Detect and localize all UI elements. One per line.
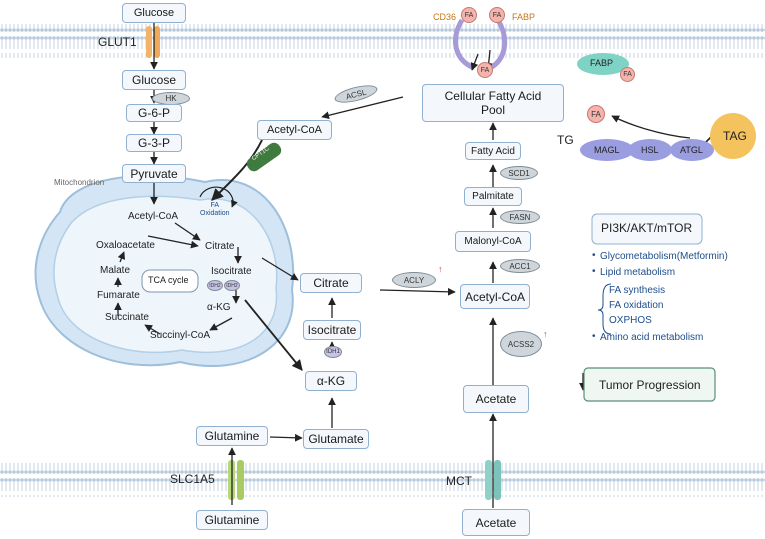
glutamine-extracellular: Glutamine <box>196 510 268 530</box>
fabp-label: FABP <box>590 58 614 68</box>
tca-cycle-label: TCA cycle <box>148 275 189 285</box>
signaling-bullet-1: Glycometabolism(Metformin) <box>600 251 728 262</box>
mito-isocitrate: Isocitrate <box>211 266 252 277</box>
glut1-label: GLUT1 <box>98 35 137 49</box>
acss2-enzyme: ACSS2 <box>500 331 542 357</box>
bullet-dot-2: • <box>592 266 596 277</box>
fa-badge-cd36: FA <box>461 7 477 23</box>
idh2-enzyme-a: IDH2 <box>207 280 223 291</box>
mito-citrate: Citrate <box>205 241 235 252</box>
pathway-arrows <box>114 22 691 508</box>
mct-transporter <box>485 460 501 500</box>
top-membrane <box>0 24 765 58</box>
acly-up-arrow: ↑ <box>438 264 443 274</box>
glucose-intracellular: Glucose <box>122 70 186 90</box>
mito-fumarate: Fumarate <box>97 290 140 301</box>
g3p-node: G-3-P <box>126 134 182 152</box>
fa-oxidation-loop <box>199 186 238 208</box>
bullet-dot-1: • <box>592 250 596 261</box>
acetate-extracellular: Acetate <box>462 509 530 536</box>
acly-enzyme: ACLY <box>392 272 436 288</box>
mito-acetyl-coa: Acetyl-CoA <box>128 211 179 222</box>
mito-succinyl-coa: Succinyl-CoA <box>150 330 211 341</box>
lipo-acetyl-coa: Acetyl-CoA <box>460 284 530 309</box>
mito-alpha-kg: α-KG <box>207 302 231 313</box>
lipolysis-complex <box>580 113 756 161</box>
acc1-enzyme: ACC1 <box>500 259 540 273</box>
tag-label: TAG <box>723 129 747 143</box>
fa-free: FA <box>587 105 605 123</box>
fatty-acid-node: Fatty Acid <box>465 142 521 160</box>
idh1-enzyme: IDH1 <box>324 346 342 358</box>
mito-succinate: Succinate <box>105 312 149 323</box>
cptic-tag <box>246 142 282 172</box>
mitochondrion-label: Mitochondrion <box>54 178 105 187</box>
fabp-protein <box>577 53 629 75</box>
tumor-progression-label: Tumor Progression <box>599 378 701 392</box>
palmitate-node: Palmitate <box>464 187 522 206</box>
lipid-brace <box>597 283 612 335</box>
hsl-label: HSL <box>641 145 659 155</box>
acss2-up-arrow: ↑ <box>543 329 548 339</box>
acetate-intracellular: Acetate <box>463 385 529 413</box>
mct-label: MCT <box>446 474 472 488</box>
fa-badge-fabp-cytosol: FA <box>620 67 635 82</box>
cd36-label: CD36 <box>433 12 457 22</box>
cyto-alpha-kg: α-KG <box>305 371 357 391</box>
bottom-membrane <box>0 463 765 497</box>
cyto-isocitrate: Isocitrate <box>303 320 361 340</box>
signaling-panel-border <box>591 213 703 245</box>
glutamine-intracellular: Glutamine <box>196 426 268 446</box>
lipid-sub-3: OXPHOS <box>609 315 652 326</box>
glucose-extracellular: Glucose <box>122 3 186 23</box>
fa-badge-inward: FA <box>477 62 493 78</box>
tg-label: TG <box>557 133 574 147</box>
glutamate-node: Glutamate <box>303 429 369 449</box>
cd36-transporter <box>453 18 508 71</box>
magl-label: MAGL <box>594 145 620 155</box>
mito-oxaloacetate: Oxaloacetate <box>96 240 155 251</box>
lipid-sub-1: FA synthesis <box>609 285 666 296</box>
cyto-citrate: Citrate <box>300 273 362 293</box>
fabp-membrane-label: FABP <box>512 12 536 22</box>
signaling-bullet-3: Amino acid metabolism <box>600 332 704 343</box>
g6p-node: G-6-P <box>126 104 182 122</box>
slc1a5-label: SLC1A5 <box>170 472 215 486</box>
idh2-enzyme-b: IDH2 <box>224 280 240 291</box>
signaling-bullet-2: Lipid metabolism <box>600 267 676 278</box>
tumor-progression-box <box>583 367 716 402</box>
mito-malate: Malate <box>100 265 131 276</box>
fa-badge-fabp: FA <box>489 7 505 23</box>
signaling-title: PI3K/AKT/mTOR <box>601 221 693 235</box>
scd1-enzyme: SCD1 <box>500 166 538 180</box>
tca-cycle-box <box>141 269 199 293</box>
lipid-sub-2: FA oxidation <box>609 300 664 311</box>
fasn-enzyme: FASN <box>500 210 540 224</box>
fa-oxidation-label: FA Oxidation <box>200 202 230 217</box>
fatty-acid-pool: Cellular Fatty Acid Pool <box>422 84 564 122</box>
acetyl-coa-top: Acetyl-CoA <box>257 120 332 140</box>
bullet-dot-3: • <box>592 331 596 342</box>
glut1-transporter <box>146 26 160 58</box>
malonyl-coa-node: Malonyl-CoA <box>455 231 531 252</box>
pyruvate-node: Pyruvate <box>122 164 186 183</box>
atgl-label: ATGL <box>680 145 703 155</box>
